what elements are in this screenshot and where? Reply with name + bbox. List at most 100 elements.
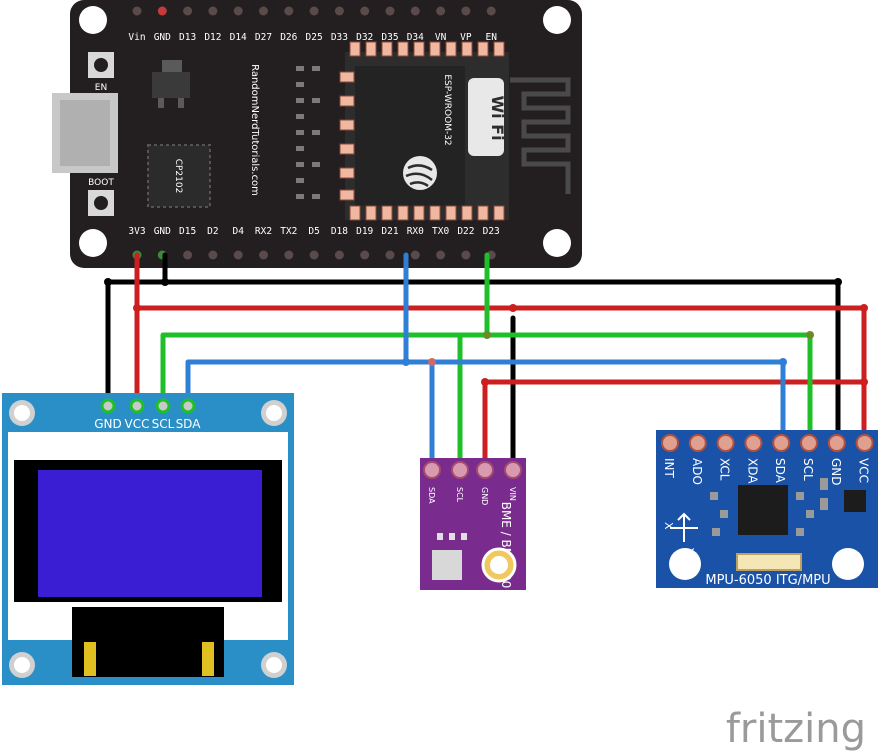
bme280-pin[interactable]	[476, 461, 494, 479]
esp32-header-pin[interactable]	[208, 6, 218, 16]
esp32-header-pin[interactable]	[436, 250, 446, 260]
wires	[104, 252, 868, 471]
esp32-pin-label: D22	[457, 226, 474, 237]
esp32-header-pin[interactable]	[208, 250, 218, 260]
esp32-pin-label: 3V3	[128, 226, 145, 237]
bme280-pin[interactable]	[451, 461, 469, 479]
esp32-header-pin[interactable]	[233, 6, 243, 16]
esp32-header-pin[interactable]	[334, 250, 344, 260]
esp32-header-pin[interactable]	[461, 6, 471, 16]
mounting-hole	[543, 229, 571, 257]
mpu6050-title: MPU-6050 ITG/MPU	[705, 573, 830, 588]
esp32-header-pin[interactable]	[259, 250, 268, 260]
oled-pin-label: VCC	[125, 417, 150, 431]
boot-label: BOOT	[88, 178, 114, 188]
esp32-pin-label: D27	[255, 32, 272, 43]
esp32-header-pin[interactable]	[334, 6, 344, 16]
mpu6050-pin[interactable]	[661, 434, 679, 452]
esp32-pin-label: D14	[230, 32, 247, 43]
esp32-pin-label: TX2	[280, 226, 297, 237]
esp32-header-pin[interactable]	[157, 6, 167, 16]
esp32-header-pin[interactable]	[461, 250, 471, 260]
mpu6050-pin-label: XDA	[745, 458, 759, 484]
mpu6050-pin-label: ADO	[690, 458, 704, 485]
chip-label: CP2102	[173, 159, 183, 194]
bme280-pin-label: SCL	[455, 487, 464, 503]
oled-pin[interactable]	[129, 398, 145, 414]
esp32-header-pin[interactable]	[284, 250, 294, 260]
mpu6050-pin[interactable]	[688, 434, 707, 452]
esp32-header-pin[interactable]	[233, 250, 243, 260]
bme280-pin-label: VIN	[508, 487, 517, 501]
mpu6050-pin[interactable]	[744, 434, 763, 452]
esp32-board: EN BOOT CP2102 RandomNerdTutorials.com E…	[52, 0, 582, 268]
esp32-pin-label: D5	[308, 226, 319, 237]
bme280-pin[interactable]	[423, 461, 441, 479]
esp32-header-pin[interactable]	[410, 250, 420, 260]
oled-pin-label: GND	[94, 417, 122, 431]
esp32-header-pin[interactable]	[132, 6, 142, 16]
esp32-header-pin[interactable]	[436, 6, 446, 16]
mpu6050-pin[interactable]	[772, 434, 791, 452]
mpu6050-pin[interactable]	[855, 434, 874, 452]
esp32-pin-label: RX2	[255, 226, 272, 237]
esp32-header-pin[interactable]	[183, 250, 193, 260]
esp32-pin-label: D12	[204, 32, 221, 43]
axis-arrows-icon	[670, 512, 698, 542]
mounting-hole	[543, 6, 571, 34]
esp32-pin-label: GND	[154, 32, 171, 43]
esp32-pin-label: D13	[179, 32, 196, 43]
cp2102-chip	[147, 144, 211, 208]
esp32-header-pin[interactable]	[259, 6, 268, 16]
esp32-pin-label: Vin	[128, 32, 145, 43]
esp32-pin-label: D2	[207, 226, 218, 237]
wifi-logo	[468, 78, 504, 156]
esp32-header-pin[interactable]	[360, 250, 370, 260]
axis-x-label: X	[662, 522, 675, 530]
mpu6050-pin-label: VCC	[857, 458, 871, 483]
module-label: ESP-WROOM-32	[442, 74, 452, 145]
esp32-pin-label: D34	[407, 32, 424, 43]
esp32-pin-label: D19	[356, 226, 373, 237]
esp32-pin-label: D33	[331, 32, 348, 43]
fritzing-watermark: fritzing	[726, 706, 866, 752]
mpu6050-pin[interactable]	[800, 434, 818, 452]
oled-ribbon-cable	[72, 607, 224, 677]
esp32-pin-label: D15	[179, 226, 196, 237]
esp32-header-pin[interactable]	[284, 6, 294, 16]
wifi-text: Wi Fi	[488, 95, 507, 140]
esp32-header-pin[interactable]	[309, 250, 319, 260]
antenna-trace	[510, 77, 571, 194]
esp32-pin-label: D26	[280, 32, 297, 43]
mpu6050-pin-label: INT	[662, 458, 676, 479]
esp32-header-pin[interactable]	[385, 6, 395, 16]
esp32-pin-label: D4	[232, 226, 244, 237]
oled-pin[interactable]	[155, 398, 171, 414]
esp32-pin-label: D21	[381, 226, 398, 237]
mpu6050-pin-label: GND	[829, 458, 843, 486]
esp32-header-pin[interactable]	[385, 250, 395, 260]
esp32-header-pin[interactable]	[360, 6, 370, 16]
oled-pin[interactable]	[100, 398, 116, 414]
esp32-pin-label: RX0	[407, 226, 424, 237]
esp32-header-pin[interactable]	[183, 6, 193, 16]
bme280-sensor-chip	[432, 550, 462, 580]
esp32-pin-label: D25	[306, 32, 323, 43]
mpu6050-pin-label: XCL	[718, 458, 732, 481]
esp32-header-pin[interactable]	[486, 6, 496, 16]
esp32-header-pin[interactable]	[410, 6, 420, 16]
mpu6050-pin[interactable]	[827, 434, 846, 452]
oled-pin[interactable]	[180, 398, 196, 414]
esp32-header-pin[interactable]	[309, 6, 319, 16]
en-label: EN	[95, 83, 107, 93]
mpu6050-pin[interactable]	[716, 434, 735, 452]
esp32-pin-label: D23	[483, 226, 500, 237]
wire-junctions	[104, 278, 868, 386]
bme280-pin[interactable]	[504, 461, 522, 479]
esp32-pin-label: D18	[331, 226, 348, 237]
esp32-pin-label: TX0	[432, 226, 449, 237]
